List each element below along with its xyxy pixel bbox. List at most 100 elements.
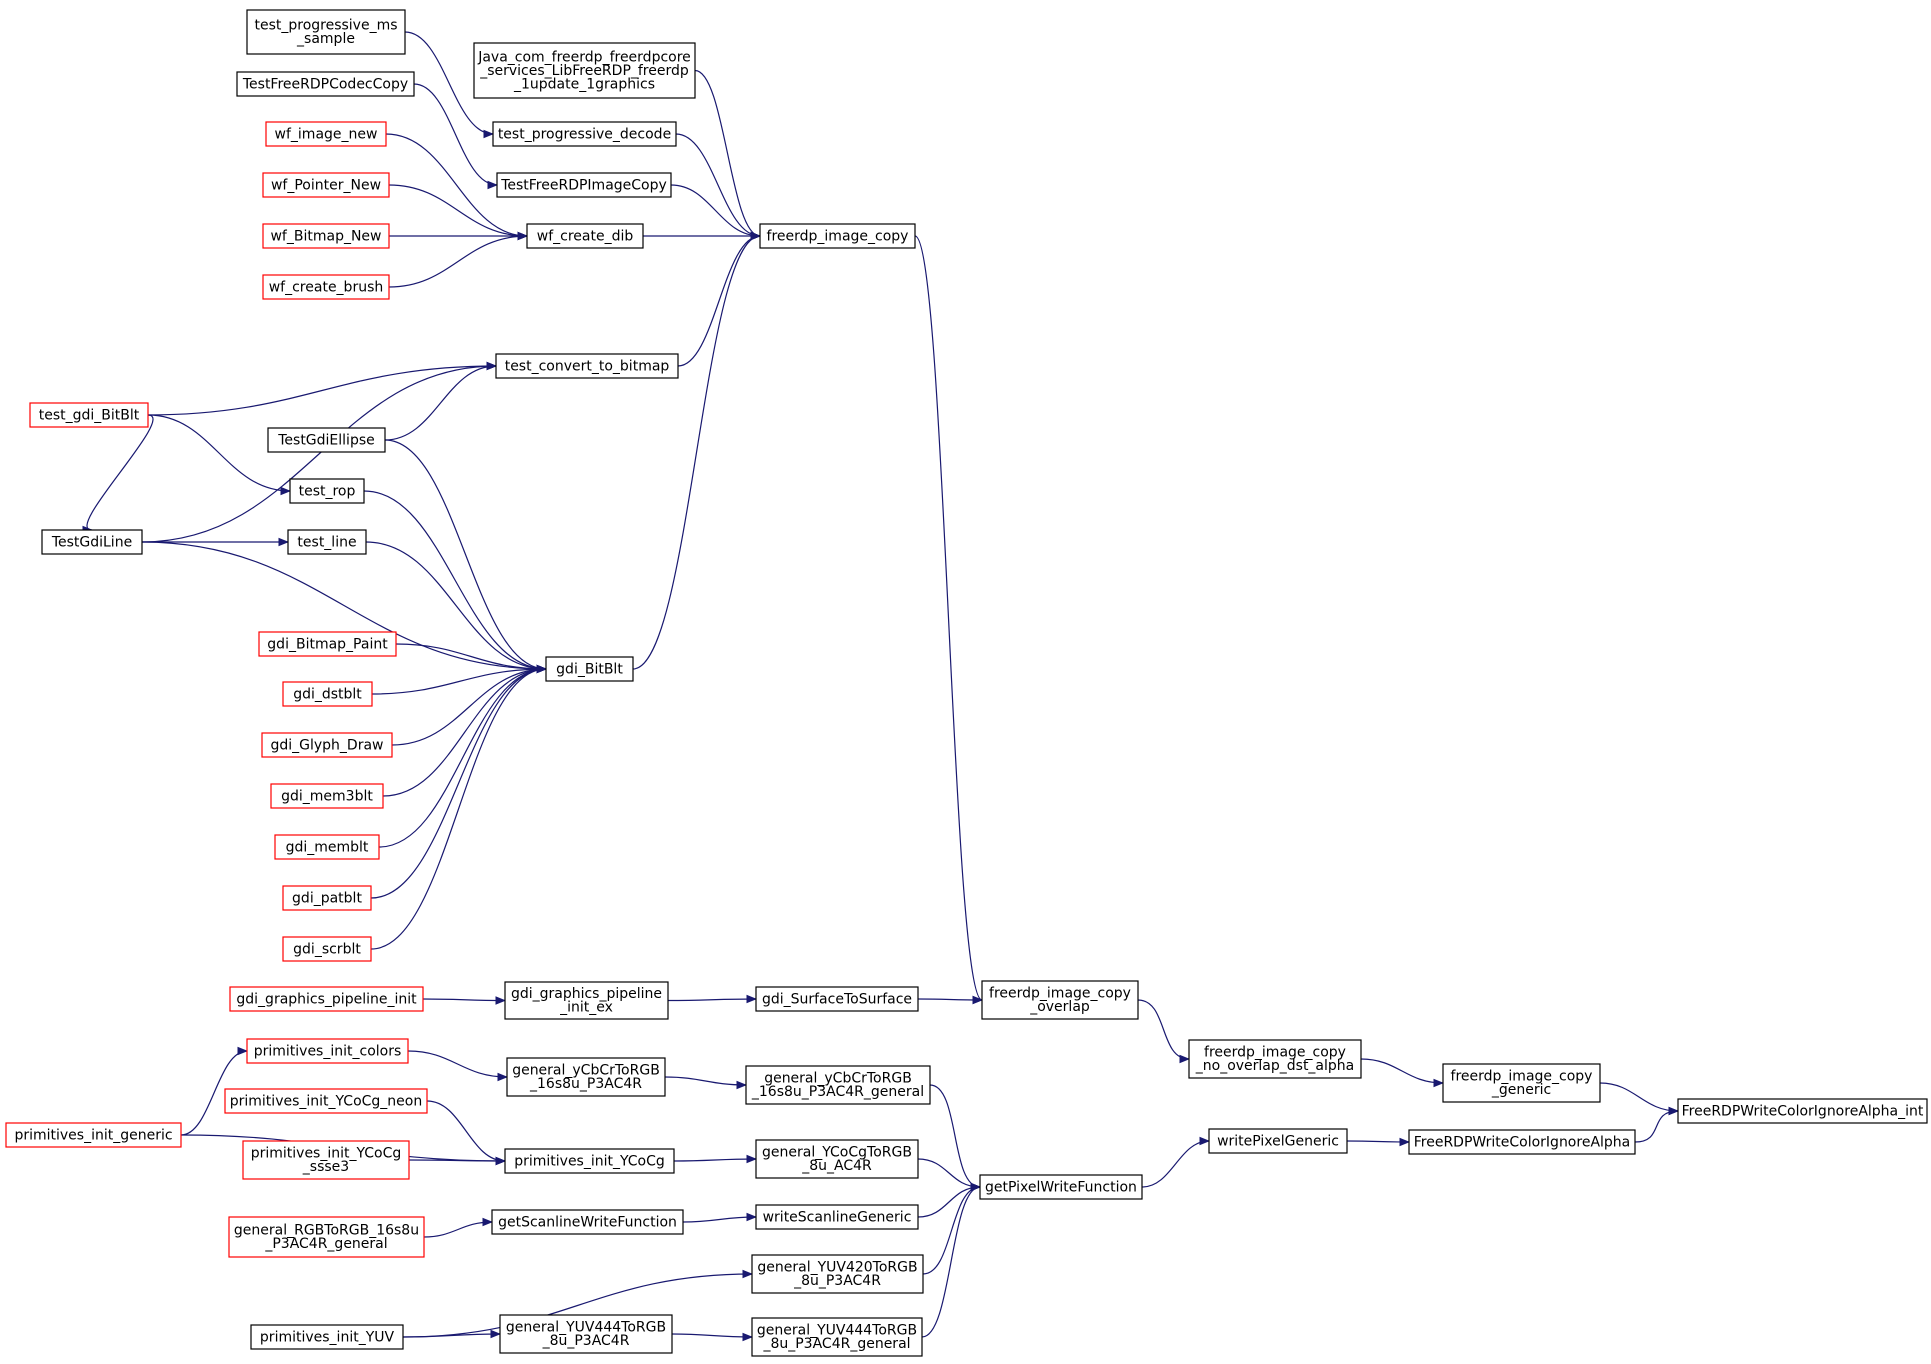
node-box: [526, 223, 644, 249]
function-node-test-convert-to-bitmap[interactable]: test_convert_to_bitmap: [495, 353, 679, 379]
function-node-primitives-init-colors[interactable]: primitives_init_colors: [246, 1038, 409, 1064]
node-box: [282, 936, 372, 962]
node-box: [981, 980, 1139, 1020]
function-node-gdi-dstblt[interactable]: gdi_dstblt: [282, 681, 373, 707]
node-box: [261, 732, 393, 758]
call-edge: [382, 664, 548, 797]
node-box: [262, 172, 390, 198]
function-node-testfreerdpimagecopy[interactable]: TestFreeRDPImageCopy: [496, 172, 672, 198]
function-node-testgdiellipse[interactable]: TestGdiEllipse: [267, 427, 386, 453]
function-node-getscanlinewritefunction[interactable]: getScanlineWriteFunction: [491, 1209, 684, 1235]
function-node-gdi-patblt[interactable]: gdi_patblt: [282, 885, 372, 911]
function-node-test-line[interactable]: test_line: [287, 529, 367, 555]
call-edge: [675, 133, 762, 241]
node-box: [282, 681, 373, 707]
call-edge: [1346, 1137, 1411, 1147]
node-label: freerdp_image_copy: [1451, 1069, 1593, 1085]
function-node-wf-image-new[interactable]: wf_image_new: [265, 121, 387, 147]
function-node-wf-create-dib[interactable]: wf_create_dib: [526, 223, 644, 249]
node-box: [242, 1140, 410, 1180]
call-edge: [667, 994, 758, 1004]
function-node-freerdpwritecolorignorealpha[interactable]: FreeRDPWriteColorIgnoreAlpha: [1408, 1129, 1636, 1155]
node-label: wf_Bitmap_New: [270, 228, 381, 244]
node-box: [265, 121, 387, 147]
call-edge: [147, 361, 498, 416]
function-node-getpixelwritefunction[interactable]: getPixelWriteFunction: [979, 1174, 1143, 1200]
function-node-gdi-mem3blt[interactable]: gdi_mem3blt: [270, 783, 384, 809]
node-label: general_yCbCrToRGB: [512, 1063, 660, 1079]
node-box: [267, 427, 386, 453]
function-node-freerdpwritecolorignorealpha-int[interactable]: FreeRDPWriteColorIgnoreAlpha_int: [1677, 1098, 1928, 1124]
node-label: gdi_Glyph_Draw: [270, 737, 383, 753]
function-node-primitives-init-generic[interactable]: primitives_init_generic: [5, 1122, 182, 1148]
node-label: _8u_AC4R: [801, 1158, 872, 1174]
function-node-wf-pointer-new[interactable]: wf_Pointer_New: [262, 172, 390, 198]
function-node-gdi-graphics-pipeline-init[interactable]: gdi_graphics_pipeline_init: [229, 986, 424, 1012]
node-label: _P3AC4R_general: [264, 1236, 387, 1252]
function-node-testgdiline[interactable]: TestGdiLine: [41, 529, 143, 555]
function-node-primitives-init-ycocg-neon[interactable]: primitives_init_YCoCg_neon: [224, 1088, 428, 1114]
function-node-general-ycbcrtorgb-16s8u-p3ac4r[interactable]: general_yCbCrToRGB_16s8u_P3AC4R: [506, 1057, 666, 1097]
node-label: wf_image_new: [275, 126, 378, 142]
function-node-gdi-graphics-pipeline-init-ex[interactable]: gdi_graphics_pipeline_init_ex: [504, 981, 669, 1020]
function-node-testfreerdpcodeccopy[interactable]: TestFreeRDPCodecCopy: [236, 71, 415, 97]
function-node-wf-create-brush[interactable]: wf_create_brush: [262, 274, 390, 300]
edges-layer: [82, 31, 1680, 1342]
function-node-gdi-memblt[interactable]: gdi_memblt: [274, 834, 380, 860]
call-edge: [921, 1182, 982, 1338]
function-node-gdi-scrblt[interactable]: gdi_scrblt: [282, 936, 372, 962]
call-edge: [1599, 1082, 1680, 1116]
node-label: gdi_memblt: [286, 839, 369, 855]
node-box: [496, 172, 672, 198]
function-node-general-yuv444torgb-8u-p3ac4r-general[interactable]: general_YUV444ToRGB_8u_P3AC4R_general: [751, 1317, 923, 1357]
node-label: _1update_1graphics: [513, 76, 655, 92]
node-label: test_rop: [299, 483, 356, 499]
function-node-primitives-init-ycocg[interactable]: primitives_init_YCoCg: [504, 1148, 675, 1174]
node-label: _8u_P3AC4R: [542, 1333, 630, 1349]
function-node-gdi-bitmap-paint[interactable]: gdi_Bitmap_Paint: [258, 631, 397, 657]
call-edge: [422, 996, 507, 1005]
function-node-java-com-freerdp-freerdpcore-services-libfreerdp-freerdp-1update-1graphics[interactable]: Java_com_freerdp_freerdpcore_services_Li…: [473, 42, 696, 99]
node-box: [755, 1139, 919, 1179]
node-label: test_convert_to_bitmap: [505, 358, 670, 374]
call-edge: [917, 995, 984, 1005]
function-node-primitives-init-ycocg-ssse3[interactable]: primitives_init_YCoCg_ssse3: [242, 1140, 410, 1180]
node-box: [491, 1209, 684, 1235]
function-node-general-yuv444torgb-8u-p3ac4r[interactable]: general_YUV444ToRGB_8u_P3AC4R: [499, 1314, 673, 1354]
node-label: general_yCbCrToRGB: [764, 1071, 912, 1087]
function-node-writepixelgeneric[interactable]: writePixelGeneric: [1208, 1128, 1348, 1154]
node-label: primitives_init_YCoCg_neon: [230, 1093, 423, 1109]
function-node-general-yuv420torgb-8u-p3ac4r[interactable]: general_YUV420ToRGB_8u_P3AC4R: [751, 1254, 924, 1294]
function-node-gdi-bitblt[interactable]: gdi_BitBlt: [545, 656, 634, 682]
function-node-freerdp-image-copy[interactable]: freerdp_image_copy: [759, 223, 916, 249]
node-label: general_YUV420ToRGB: [757, 1260, 917, 1276]
node-label: primitives_init_YCoCg: [514, 1153, 665, 1169]
function-node-freerdp-image-copy-no-overlap-dst-alpha[interactable]: freerdp_image_copy_no_overlap_dst_alpha: [1188, 1039, 1362, 1079]
function-node-test-progressive-decode[interactable]: test_progressive_decode: [492, 121, 677, 147]
node-label: TestFreeRDPImageCopy: [500, 177, 667, 193]
function-node-writescanlinegeneric[interactable]: writeScanlineGeneric: [755, 1204, 919, 1230]
node-label: _overlap: [1029, 999, 1090, 1015]
call-edge: [929, 1084, 982, 1192]
node-box: [751, 1317, 923, 1357]
function-node-general-ycbcrtorgb-16s8u-p3ac4r-general[interactable]: general_yCbCrToRGB_16s8u_P3AC4R_general: [745, 1065, 931, 1105]
function-node-wf-bitmap-new[interactable]: wf_Bitmap_New: [262, 223, 390, 249]
call-edge: [402, 1269, 754, 1338]
node-box: [504, 1148, 675, 1174]
function-node-freerdp-image-copy-generic[interactable]: freerdp_image_copy_generic: [1442, 1063, 1601, 1103]
function-node-general-rgbtorgb-16s8u-p3ac4r-general[interactable]: general_RGBToRGB_16s8u_P3AC4R_general: [228, 1216, 425, 1258]
node-label: _16s8u_P3AC4R_general: [751, 1084, 924, 1100]
node-box: [29, 402, 149, 428]
function-node-general-ycocgtorgb-8u-ac4r[interactable]: general_YCoCgToRGB_8u_AC4R: [755, 1139, 919, 1179]
function-node-test-progressive-ms-sample[interactable]: test_progressive_ms_sample: [246, 9, 406, 55]
function-node-primitives-init-yuv[interactable]: primitives_init_YUV: [250, 1324, 404, 1350]
function-node-freerdp-image-copy-overlap[interactable]: freerdp_image_copy_overlap: [981, 980, 1139, 1020]
function-node-test-gdi-bitblt[interactable]: test_gdi_BitBlt: [29, 402, 149, 428]
node-box: [745, 1065, 931, 1105]
node-label: TestGdiEllipse: [277, 432, 375, 448]
node-label: getPixelWriteFunction: [985, 1179, 1137, 1195]
call-edge: [141, 361, 498, 543]
function-node-test-rop[interactable]: test_rop: [289, 478, 365, 504]
function-node-gdi-surfacetosurface[interactable]: gdi_SurfaceToSurface: [755, 986, 919, 1012]
function-node-gdi-glyph-draw[interactable]: gdi_Glyph_Draw: [261, 732, 393, 758]
